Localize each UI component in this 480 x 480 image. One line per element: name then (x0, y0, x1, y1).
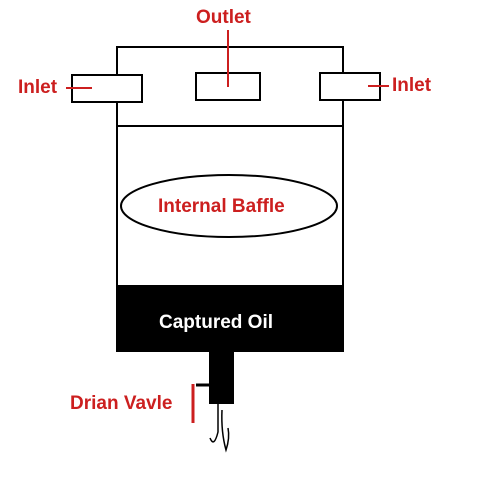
drain-drip (209, 404, 230, 453)
label-inlet-right: Inlet (392, 75, 432, 96)
internal-baffle (120, 174, 338, 238)
label-inlet-left: Inlet (18, 77, 58, 98)
label-outlet: Outlet (196, 7, 251, 28)
label-drain-valve: Drian Vavle (70, 393, 173, 414)
label-captured-oil: Captured Oil (159, 312, 274, 333)
captured-oil-region (117, 285, 343, 351)
drain-valve-body (209, 351, 234, 404)
label-baffle: Internal Baffle (158, 196, 285, 217)
